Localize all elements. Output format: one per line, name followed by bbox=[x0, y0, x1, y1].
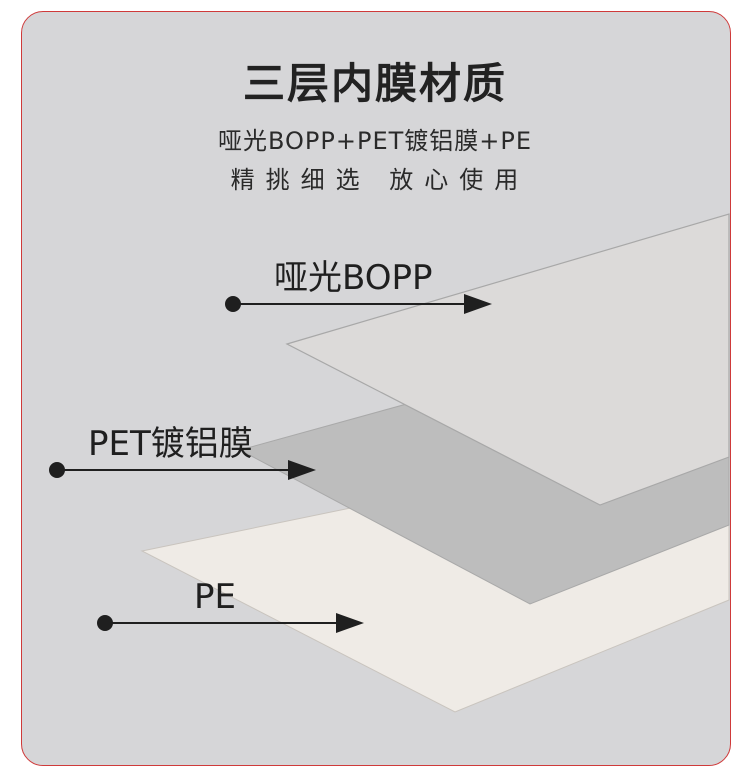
pe-label: PE bbox=[194, 577, 236, 617]
matte-bopp-sheet bbox=[285, 213, 730, 506]
pet-label: PET镀铝膜 bbox=[88, 424, 253, 464]
subtitle-materials: 哑光BOPP+PET镀铝膜+PE bbox=[217, 127, 533, 155]
bopp-label: 哑光BOPP bbox=[274, 258, 433, 298]
page-title: 三层内膜材质 bbox=[242, 59, 507, 108]
subtitle-slogan: 精挑细选 放心使用 bbox=[230, 166, 530, 194]
